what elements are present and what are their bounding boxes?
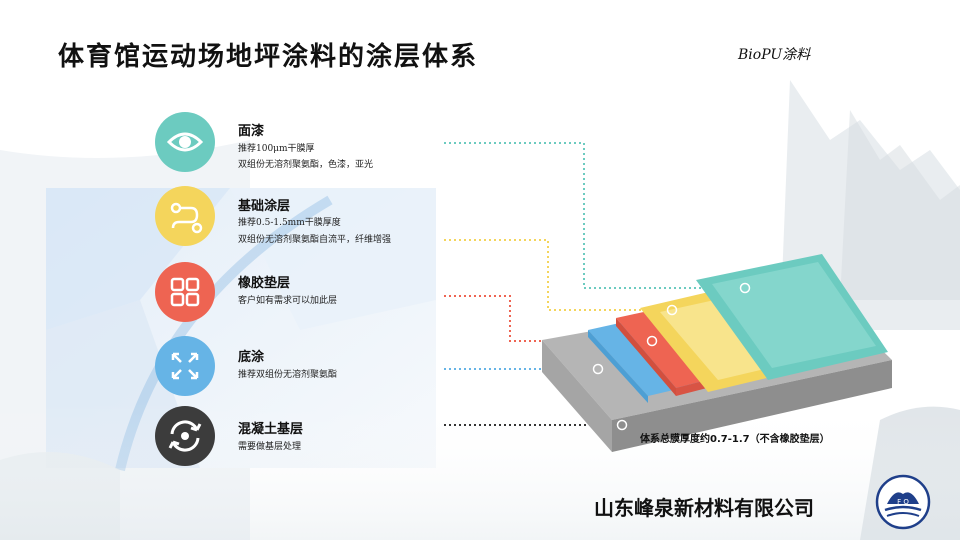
layer-concrete-desc-1: 需要做基层处理 xyxy=(238,442,302,452)
company-logo-text: F Q xyxy=(897,498,909,506)
layer-base-coat-circle xyxy=(155,186,215,246)
layer-base-coat-name: 基础涂层 xyxy=(238,199,291,214)
layer-primer-desc-1: 推荐双组份无溶剂聚氨酯 xyxy=(238,370,338,380)
layer-topcoat-name: 面漆 xyxy=(238,124,265,139)
page-title: 体育馆运动场地坪涂料的涂层体系 xyxy=(58,42,479,72)
layer-concrete-name: 混凝土基层 xyxy=(238,422,304,437)
grid-icon xyxy=(170,277,200,307)
layer-base-coat-desc-1: 推荐0.5-1.5mm干膜厚度 xyxy=(238,218,341,228)
layer-topcoat-desc-2: 双组份无溶剂聚氨酯，色漆，亚光 xyxy=(238,160,374,170)
company-name: 山东峰泉新材料有限公司 xyxy=(594,498,814,520)
connector-line-topcoat xyxy=(444,142,745,289)
refresh-icon xyxy=(168,420,202,452)
eye-icon xyxy=(166,132,204,152)
company-logo: F Q xyxy=(875,474,931,530)
layer-base-coat-desc-2: 双组份无溶剂聚氨酯自流平，纤维增强 xyxy=(238,235,392,245)
total-thickness-note: 体系总膜厚度约0.7-1.7（不含橡胶垫层） xyxy=(640,434,830,445)
layer-rubber-desc-1: 客户如有需求可以加此层 xyxy=(238,296,338,306)
page-subtitle: BioPU涂料 xyxy=(738,47,811,63)
layer-primer-circle xyxy=(155,336,215,396)
layer-topcoat-desc-1: 推荐100μm干膜厚 xyxy=(238,144,315,154)
connector-line-base-coat xyxy=(444,239,672,311)
layer-rubber-name: 橡胶垫层 xyxy=(238,276,291,291)
path-icon xyxy=(170,202,203,234)
layer-primer-name: 底涂 xyxy=(238,350,265,365)
layer-concrete-circle xyxy=(155,406,215,466)
layer-rubber-circle xyxy=(155,262,215,322)
topcoat-layer xyxy=(696,254,888,380)
layer-topcoat-circle xyxy=(155,112,215,172)
expand-arrows-icon xyxy=(171,352,199,380)
